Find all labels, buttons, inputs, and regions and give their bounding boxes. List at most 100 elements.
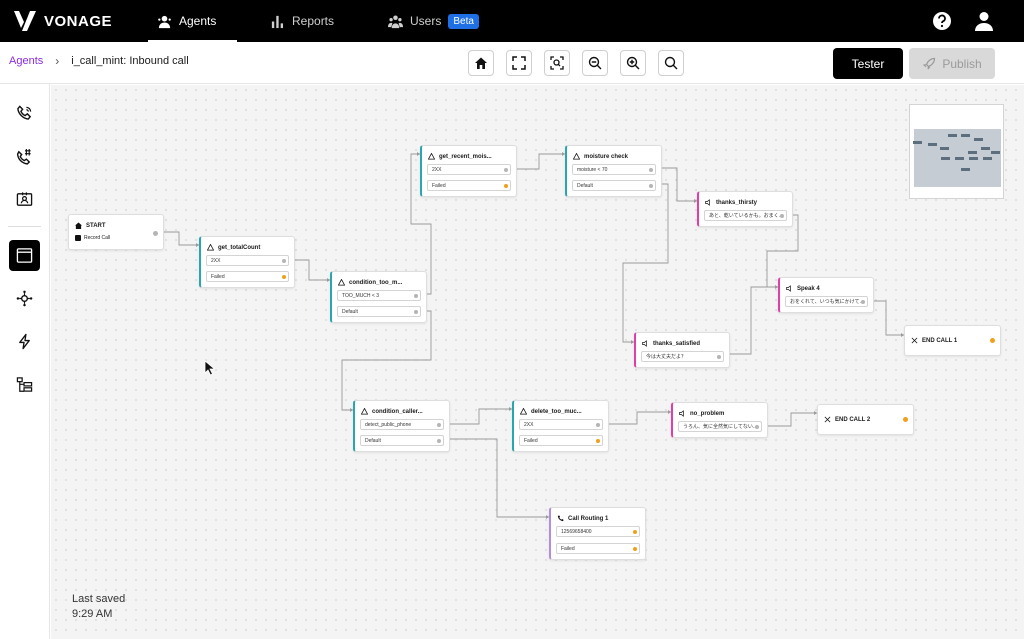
node-condition-too-much[interactable]: condition_too_m... TOO_MUCH < 3 Default <box>330 271 427 323</box>
agents-icon <box>158 15 171 28</box>
node-delete-too-much[interactable]: delete_too_muc... 2XX Failed <box>512 400 609 452</box>
condition-row[interactable]: moisture < 70 <box>572 164 656 175</box>
nav-tab-reports[interactable]: Reports <box>270 0 334 42</box>
output-handle[interactable] <box>633 530 637 534</box>
output-handle[interactable] <box>504 168 508 172</box>
breadcrumb: Agents › i_call_mint: Inbound call <box>9 54 189 68</box>
minimap-node <box>913 141 922 144</box>
node-speak-4[interactable]: Speak 4 おをくれて、いつも気にかけて... <box>778 277 874 313</box>
output-handle[interactable] <box>649 184 653 188</box>
flow-canvas[interactable]: START Record Call get_totalCount 2XX Fai… <box>51 85 1024 639</box>
output-handle[interactable] <box>414 310 418 314</box>
fit-view-button[interactable] <box>544 50 570 76</box>
node-moisture-check[interactable]: moisture check moisture < 70 Default <box>565 145 662 197</box>
output-handle[interactable] <box>437 423 441 427</box>
node-end-call-2[interactable]: END CALL 2 <box>817 404 914 435</box>
tester-button[interactable]: Tester <box>833 48 903 79</box>
output-handle[interactable] <box>596 439 600 443</box>
nav-tab-users[interactable]: Users Beta <box>388 0 479 42</box>
condition-icon <box>573 153 580 160</box>
speak-text-row[interactable]: あと、乾いているかも。おまく... <box>704 210 787 221</box>
minimap-node <box>968 151 977 154</box>
output-handle[interactable] <box>504 184 508 188</box>
speaker-icon <box>642 340 647 347</box>
minimap[interactable] <box>909 104 1004 199</box>
output-handle[interactable] <box>903 417 908 422</box>
condition-icon <box>338 279 345 286</box>
node-title: Speak 4 <box>786 285 820 292</box>
nav-tab-agents[interactable]: Agents <box>148 0 237 42</box>
node-start[interactable]: START Record Call <box>68 214 164 250</box>
hierarchy-icon <box>16 377 33 392</box>
node-title: no_problem <box>679 410 724 417</box>
brand-logo[interactable]: VONAGE <box>14 10 112 32</box>
output-row-2xx[interactable]: 2XX <box>519 419 603 430</box>
zoom-out-button[interactable] <box>582 50 608 76</box>
output-handle[interactable] <box>633 547 637 551</box>
node-end-call-1[interactable]: END CALL 1 <box>904 325 1001 356</box>
node-title: END CALL 2 <box>824 416 870 423</box>
users-icon <box>388 15 403 28</box>
home-button[interactable] <box>468 50 494 76</box>
sidebar-item-hierarchy[interactable] <box>9 369 40 400</box>
output-handle[interactable] <box>755 425 759 429</box>
output-handle[interactable] <box>437 439 441 443</box>
sidebar-item-contacts[interactable] <box>9 184 40 215</box>
output-row-failed[interactable]: Failed <box>206 271 289 282</box>
zoom-in-button[interactable] <box>620 50 646 76</box>
contact-card-icon <box>16 192 33 206</box>
node-call-routing-1[interactable]: Call Routing 1 12569658400 Failed <box>549 507 646 560</box>
node-thanks-satisfied[interactable]: thanks_satisfied 今は大丈夫だよ？ <box>634 332 730 368</box>
output-row-failed[interactable]: Failed <box>427 180 511 191</box>
node-title: delete_too_muc... <box>520 408 582 415</box>
phone-number-row[interactable]: 12569658400 <box>556 526 640 537</box>
output-row-failed[interactable]: Failed <box>519 435 603 446</box>
phone-number-icon <box>16 148 31 165</box>
speak-text-row[interactable]: おをくれて、いつも気にかけて... <box>785 296 868 307</box>
node-condition-caller[interactable]: condition_caller... detect_public_phone … <box>353 400 450 452</box>
record-call-checkbox[interactable]: Record Call <box>75 235 110 241</box>
wire-satisfied-to-speak4 <box>727 286 778 355</box>
sidebar-item-integrations[interactable] <box>9 283 40 314</box>
output-handle[interactable] <box>861 300 865 304</box>
sidebar-item-flow-editor[interactable] <box>9 240 40 271</box>
output-handle[interactable] <box>153 231 158 236</box>
output-handle[interactable] <box>282 275 286 279</box>
node-get-total-count[interactable]: get_totalCount 2XX Failed <box>199 236 295 288</box>
node-no-problem[interactable]: no_problem うろん、気に全然気にしてない... <box>671 402 768 438</box>
output-row-failed[interactable]: Failed <box>556 543 640 554</box>
fullscreen-button[interactable] <box>506 50 532 76</box>
output-handle[interactable] <box>596 423 600 427</box>
breadcrumb-agents-link[interactable]: Agents <box>9 55 44 67</box>
output-handle[interactable] <box>414 294 418 298</box>
output-handle[interactable] <box>717 355 721 359</box>
sidebar-item-calls[interactable] <box>9 98 40 129</box>
zoom-out-icon <box>588 56 602 70</box>
help-icon[interactable] <box>932 11 952 31</box>
user-profile-icon[interactable] <box>973 10 995 32</box>
output-handle[interactable] <box>990 338 995 343</box>
node-title: moisture check <box>573 153 628 160</box>
node-thanks-thirsty[interactable]: thanks_thirsty あと、乾いているかも。おまく... <box>697 191 793 227</box>
search-button[interactable] <box>658 50 684 76</box>
condition-row[interactable]: TOO_MUCH < 3 <box>337 290 421 301</box>
output-handle[interactable] <box>780 214 784 218</box>
speak-text-row[interactable]: うろん、気に全然気にしてない... <box>678 421 762 432</box>
node-get-recent-moisture[interactable]: get_recent_mois... 2XX Failed <box>420 145 517 197</box>
sidebar-item-actions[interactable] <box>9 326 40 357</box>
publish-button[interactable]: Publish <box>909 48 995 79</box>
default-row[interactable]: Default <box>337 306 421 317</box>
node-title: START <box>75 222 106 229</box>
default-row[interactable]: Default <box>360 435 444 446</box>
output-handle[interactable] <box>282 259 286 263</box>
condition-row[interactable]: detect_public_phone <box>360 419 444 430</box>
sidebar-item-numbers[interactable] <box>9 141 40 172</box>
output-handle[interactable] <box>649 168 653 172</box>
webhook-icon <box>428 153 435 160</box>
speak-text-row[interactable]: 今は大丈夫だよ？ <box>641 351 724 362</box>
output-row-2xx[interactable]: 2XX <box>206 255 289 266</box>
output-row-2xx[interactable]: 2XX <box>427 164 511 175</box>
default-row[interactable]: Default <box>572 180 656 191</box>
wire-moisture-default-to-satisfied <box>622 183 669 343</box>
brand-name: VONAGE <box>44 12 113 30</box>
